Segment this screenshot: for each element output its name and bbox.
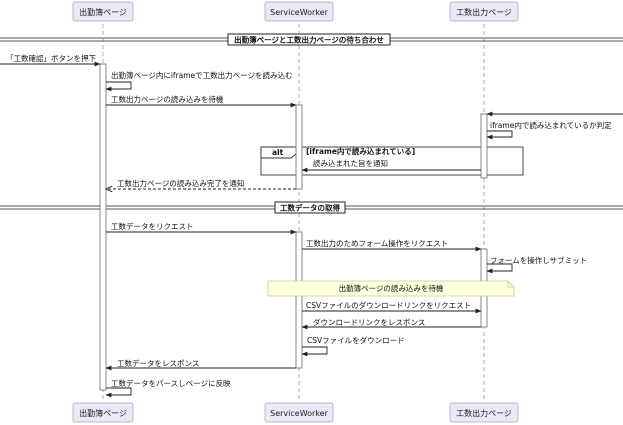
alt-condition: [iframe内で読み込まれている]: [306, 146, 415, 156]
message-7: 工数データをリクエスト: [106, 221, 297, 235]
divider-label: 工数データの取得: [280, 203, 340, 213]
activation-workhours-1: [480, 113, 488, 179]
message-3: 工数出力ページの読み込みを待機: [106, 94, 297, 108]
message-label: iframe内で読み込まれているか判定: [490, 120, 612, 130]
message-label: 工数データをレスポンス: [117, 358, 199, 368]
message-4: iframe内で読み込まれているか判定: [486, 120, 612, 140]
participant-label: 出勤簿ページ: [79, 7, 127, 17]
message-9: フォームを操作しサブミット: [486, 255, 587, 274]
activation-serviceworker-2: [295, 231, 303, 369]
participant-serviceworker-bottom: ServiceWorker: [264, 402, 334, 423]
note-wait-attendance: 出勤簿ページの読み込みを待機: [267, 280, 515, 297]
message-label: 出勤簿ページ内にiframeで工数出力ページを読み込む: [111, 70, 293, 80]
message-label: CSVファイルをダウンロード: [307, 335, 405, 345]
message-13: 工数データをレスポンス: [105, 358, 296, 371]
participant-label: 工数出力ページ: [456, 408, 512, 418]
participant-workhours-top: 工数出力ページ: [449, 1, 519, 22]
participant-serviceworker-top: ServiceWorker: [264, 1, 334, 22]
message-label: 工数出力ページの読み込み完了を通知: [117, 178, 244, 188]
activation-attendance: [99, 63, 107, 391]
message-label: 「工数確認」ボタンを押下: [6, 53, 96, 63]
message-14: 工数データをパースしページに反映: [105, 378, 231, 398]
message-label: CSVファイルのダウンロードリンクをリクエスト: [306, 300, 471, 310]
participant-workhours-bottom: 工数出力ページ: [449, 402, 519, 423]
message-label: 工数出力のためフォーム操作をリクエスト: [306, 238, 448, 248]
message-label: 読み込まれた旨を通知: [313, 158, 388, 168]
message-8: 工数出力のためフォーム操作をリクエスト: [302, 238, 482, 252]
participant-label: ServiceWorker: [270, 8, 328, 17]
message-1: 「工数確認」ボタンを押下: [0, 53, 101, 67]
alt-fragment: alt [iframe内で読み込まれている]: [260, 146, 524, 176]
participant-label: 出勤簿ページ: [79, 408, 127, 418]
message-label: ダウンロードリンクをレスポンス: [313, 317, 425, 327]
message-12: CSVファイルをダウンロード: [301, 335, 405, 357]
message-label: 工数データをパースしページに反映: [111, 378, 231, 388]
note-text: 出勤簿ページの読み込みを待機: [339, 283, 444, 293]
message-10: CSVファイルのダウンロードリンクをリクエスト: [302, 300, 482, 314]
participant-attendance-top: 出勤簿ページ: [72, 1, 134, 22]
alt-keyword: alt: [272, 148, 284, 157]
participant-label: ServiceWorker: [270, 409, 328, 418]
message-label: 工数出力ページの読み込みを待機: [111, 94, 224, 104]
divider-fetch: 工数データの取得: [0, 201, 623, 214]
activation-serviceworker-1: [295, 104, 303, 190]
divider-label: 出勤簿ページと工数出力ページの待ち合わせ: [234, 35, 384, 45]
message-11: ダウンロードリンクをレスポンス: [301, 317, 481, 330]
divider-wait: 出勤簿ページと工数出力ページの待ち合わせ: [0, 33, 623, 46]
message-2: 出勤簿ページ内にiframeで工数出力ページを読み込む: [105, 70, 293, 92]
message-5: 読み込まれた旨を通知: [301, 158, 481, 173]
participant-attendance-bottom: 出勤簿ページ: [72, 402, 134, 423]
participant-label: 工数出力ページ: [456, 7, 512, 17]
message-6: 工数出力ページの読み込み完了を通知: [106, 178, 296, 189]
message-label: 工数データをリクエスト: [111, 221, 194, 231]
message-label: フォームを操作しサブミット: [490, 255, 587, 265]
